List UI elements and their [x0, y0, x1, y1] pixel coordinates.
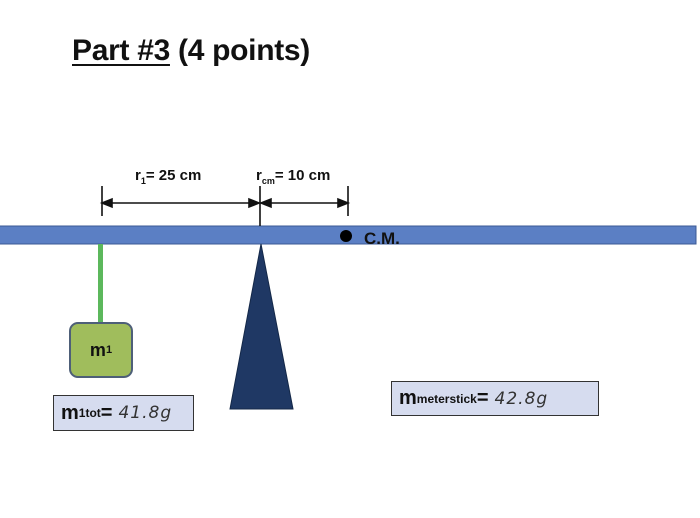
m1tot-handwritten-value: 41.8g [118, 403, 173, 423]
page-title: Part #3 (4 points) [72, 34, 310, 68]
cm-label: C.M. [364, 229, 400, 248]
r1-dimension-line [99, 186, 262, 216]
title-points: (4 points) [169, 34, 310, 67]
rcm-label: rcm= 10 cm [256, 167, 331, 186]
fulcrum [229, 243, 294, 410]
title-part: Part #3 [72, 34, 170, 67]
rcm-dimension-line [258, 186, 351, 226]
center-of-mass-dot [340, 230, 352, 242]
hanging-string [98, 244, 103, 323]
meterstick-handwritten-value: 42.8g [494, 388, 549, 409]
r1-label: r1= 25 cm [135, 167, 202, 186]
